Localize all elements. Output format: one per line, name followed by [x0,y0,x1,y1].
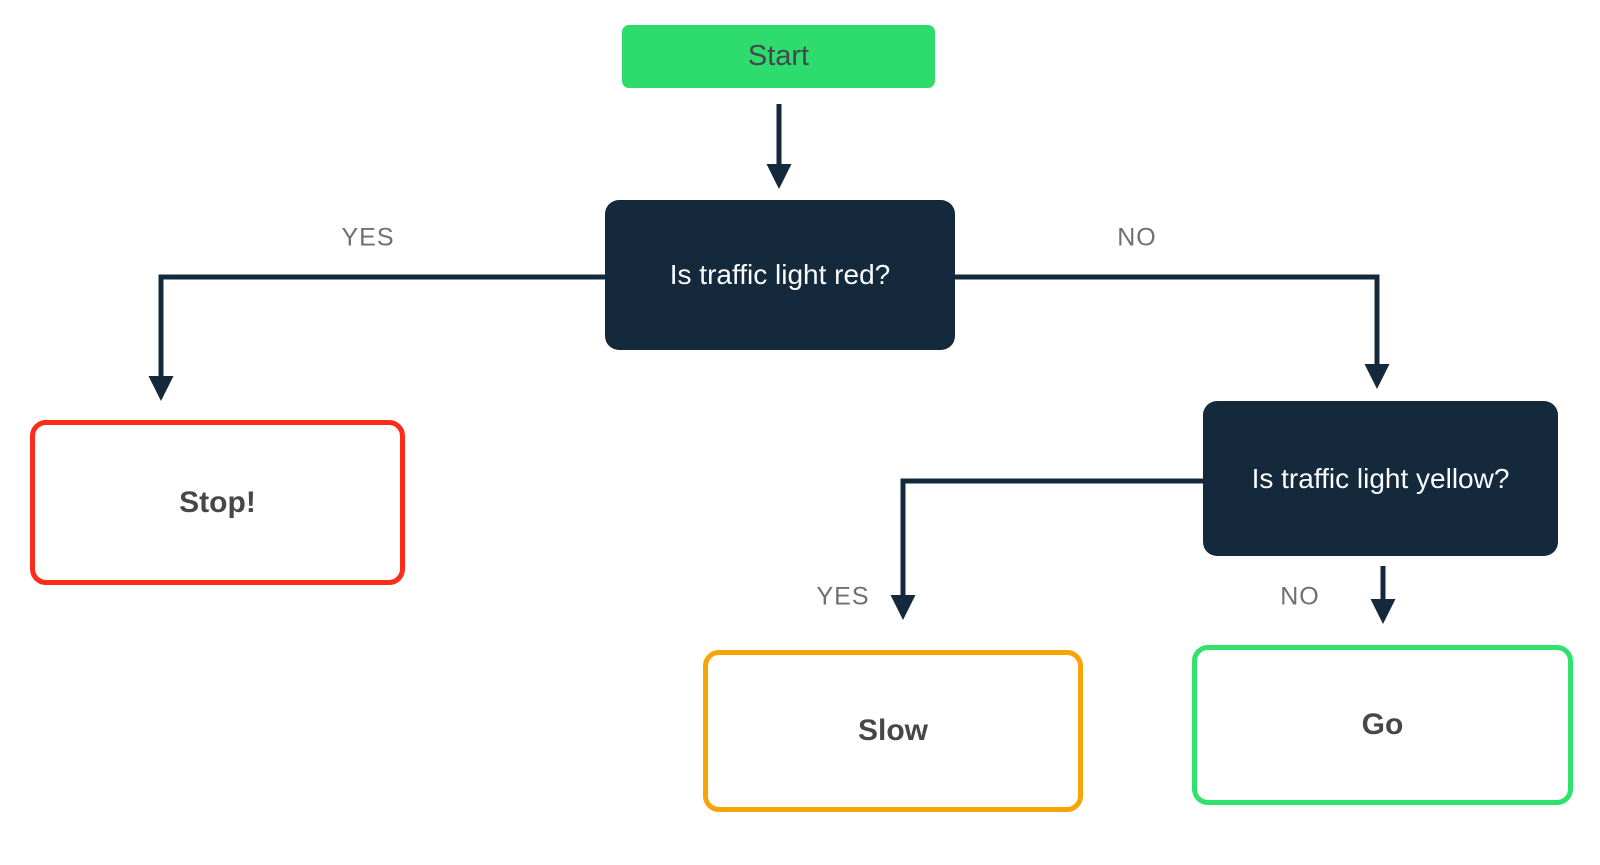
start-node: Start [622,25,935,88]
edge-question-red-no-to-question-yellow [955,274,1390,389]
question-red-label: Is traffic light red? [669,259,891,290]
edge-question-yellow-yes-to-slow [890,478,1203,620]
edge-label-yellow-yes: YES [816,582,870,611]
edge-question-red-yes-to-stop [148,274,605,401]
slow-node: Slow [703,650,1083,812]
stop-node-label: Stop! [179,485,256,519]
edge-label-red-no: NO [1117,223,1157,252]
edge-label-yellow-no: NO [1280,582,1320,611]
start-node-label: Start [747,40,810,72]
slow-node-label: Slow [857,714,928,747]
edge-label-red-yes: YES [341,223,395,252]
question-yellow-node: Is traffic light yellow? [1203,401,1558,556]
question-yellow-label: Is traffic light yellow? [1251,462,1510,494]
go-node: Go [1192,645,1573,805]
stop-node: Stop! [30,420,405,585]
question-red-node: Is traffic light red? [605,200,955,350]
go-node-label: Go [1361,708,1404,741]
